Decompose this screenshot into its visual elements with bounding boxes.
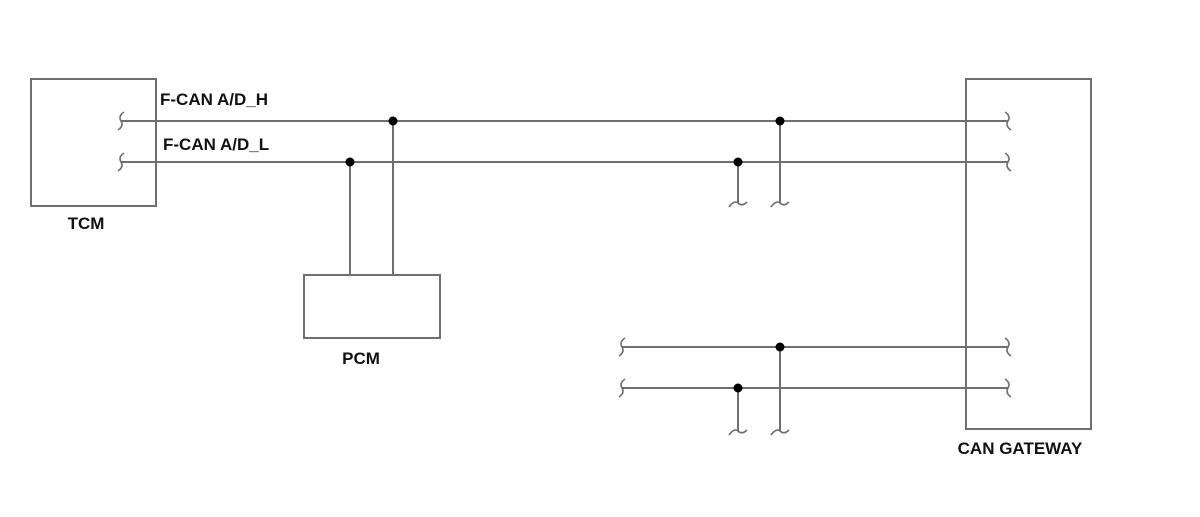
connector-break-icon bbox=[1004, 378, 1012, 398]
connector-break-icon bbox=[728, 429, 748, 436]
f-can-low-label: F-CAN A/D_L bbox=[163, 135, 269, 154]
connector-break-icon bbox=[770, 429, 790, 436]
connector-break-icon bbox=[117, 111, 125, 131]
junction-dot bbox=[733, 157, 743, 167]
tcm-box bbox=[30, 78, 157, 207]
connector-break-icon bbox=[770, 201, 790, 208]
junction-dot bbox=[775, 342, 785, 352]
junction-dot bbox=[733, 383, 743, 393]
f-can-high-label: F-CAN A/D_H bbox=[160, 90, 268, 109]
connector-break-icon bbox=[618, 378, 626, 398]
pcm-box bbox=[303, 274, 441, 339]
connector-break-icon bbox=[1004, 152, 1012, 172]
tcm-label: TCM bbox=[68, 214, 105, 233]
connector-break-icon bbox=[1004, 111, 1012, 131]
connector-break-icon bbox=[618, 337, 626, 357]
pcm-label: PCM bbox=[342, 349, 380, 368]
junction-dot bbox=[345, 157, 355, 167]
can-gateway-box bbox=[965, 78, 1092, 430]
connector-break-icon bbox=[1004, 337, 1012, 357]
connector-break-icon bbox=[728, 201, 748, 208]
connector-break-icon bbox=[117, 152, 125, 172]
junction-dot bbox=[775, 116, 785, 126]
can-gateway-label: CAN GATEWAY bbox=[958, 439, 1083, 458]
junction-dot bbox=[388, 116, 398, 126]
